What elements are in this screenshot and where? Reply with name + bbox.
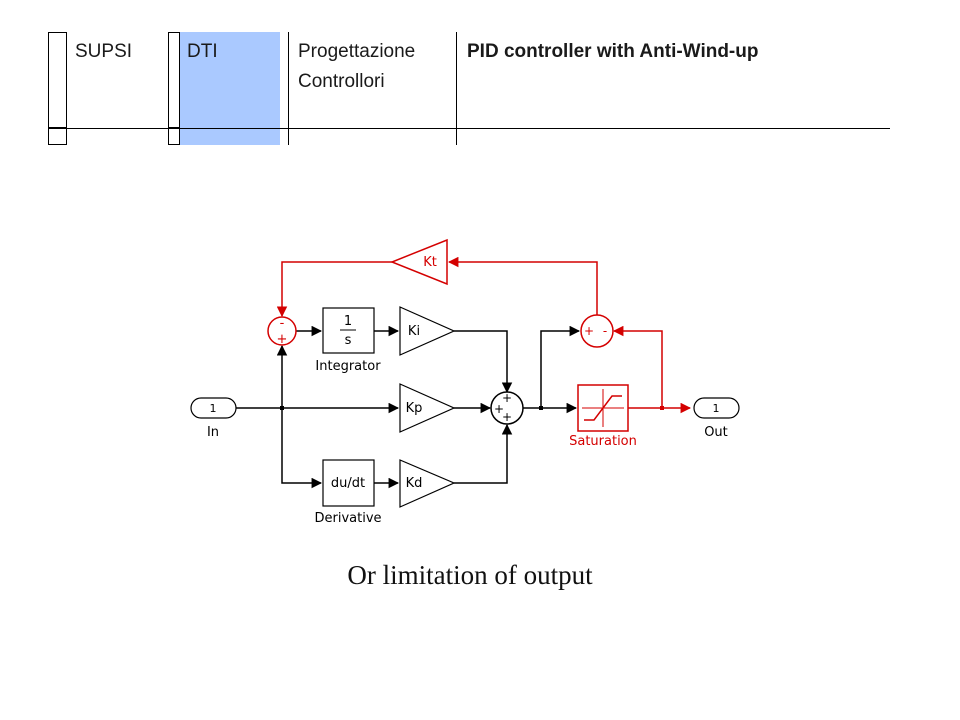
gain-kp: Kp xyxy=(399,383,456,433)
header-marker-box xyxy=(168,32,180,128)
sum-block-antiwindup: + - xyxy=(580,314,614,348)
gain-ki-label: Ki xyxy=(408,324,420,339)
branch-point xyxy=(660,406,664,410)
gain-kt: Kt xyxy=(389,238,448,286)
out-port-label: Out xyxy=(704,425,728,440)
sum2-sign-bottom: + xyxy=(502,410,512,424)
sum1-sign-bottom: + xyxy=(277,332,288,347)
sum3-sign-left: + xyxy=(584,324,594,338)
header-rule xyxy=(48,128,890,129)
signal-lines xyxy=(236,325,581,489)
sum3-sign-right: - xyxy=(603,324,607,338)
header-org: SUPSI xyxy=(75,41,133,62)
header-dept-highlight xyxy=(180,32,280,145)
sum2-sign-left: + xyxy=(494,402,504,416)
derivative-block: du/dt Derivative xyxy=(314,459,382,526)
branch-point xyxy=(539,406,543,410)
sum-block-integrator: - + xyxy=(267,316,297,347)
header-course-line2: Controllori xyxy=(298,71,385,92)
in-port-label: In xyxy=(207,425,219,440)
in-port-number: 1 xyxy=(210,402,217,415)
header-dept: DTI xyxy=(187,41,218,62)
derivative-text: du/dt xyxy=(331,476,365,491)
gain-kd: Kd xyxy=(399,459,456,508)
integrator-block: 1 s Integrator xyxy=(315,307,381,374)
header-marker-box xyxy=(48,32,67,128)
saturation-label: Saturation xyxy=(569,434,637,449)
gain-kd-label: Kd xyxy=(406,476,423,491)
branch-point xyxy=(280,406,284,410)
sum2-sign-top: + xyxy=(502,391,512,405)
in-port: 1 In xyxy=(190,397,237,440)
integrator-denominator: s xyxy=(345,333,352,348)
gain-kt-label: Kt xyxy=(423,255,437,270)
derivative-label: Derivative xyxy=(314,511,381,526)
integrator-label: Integrator xyxy=(315,359,381,374)
integrator-numerator: 1 xyxy=(344,314,352,329)
slide-caption: Or limitation of output xyxy=(347,560,593,590)
sum-block-pid: + + + xyxy=(490,391,524,425)
slide-header: SUPSI DTI Progettazione Controllori PID … xyxy=(0,0,960,150)
header-course-line1: Progettazione xyxy=(298,41,416,62)
header-divider xyxy=(456,32,457,145)
header-divider xyxy=(288,32,289,145)
gain-ki: Ki xyxy=(399,306,456,356)
gain-kp-label: Kp xyxy=(406,401,423,416)
sum1-sign-top: - xyxy=(280,316,285,331)
saturation-block: Saturation xyxy=(569,384,637,449)
antiwindup-lines xyxy=(276,256,692,414)
out-port: 1 Out xyxy=(693,397,740,440)
out-port-number: 1 xyxy=(713,402,720,415)
header-title: PID controller with Anti-Wind-up xyxy=(467,41,759,62)
